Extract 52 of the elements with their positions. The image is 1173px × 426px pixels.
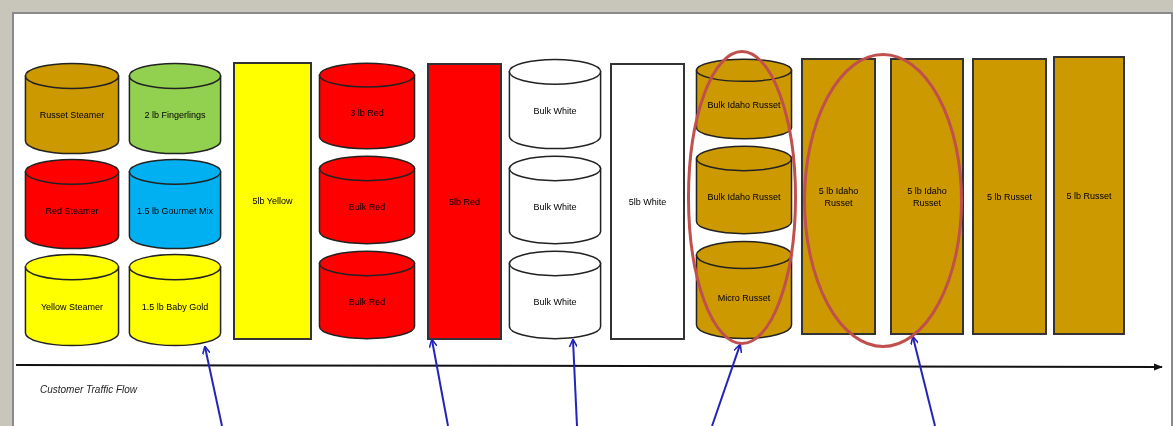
arrow xyxy=(568,338,579,426)
display-bin xyxy=(890,58,964,335)
cylinder-bin xyxy=(508,58,602,150)
display-bin xyxy=(1053,56,1125,335)
bin-label: Bulk Idaho Russet xyxy=(706,190,782,203)
bin-label: Bulk White xyxy=(532,295,578,308)
bin-label: Bulk Red xyxy=(347,200,387,213)
display-bin xyxy=(610,63,685,340)
axis-label: Customer Traffic Flow xyxy=(40,383,138,397)
cylinder-bin xyxy=(318,62,416,150)
cylinder-bin xyxy=(24,253,120,347)
highlight-ellipse xyxy=(803,53,963,348)
display-bin xyxy=(801,58,876,335)
bin-label: 5lb Yellow xyxy=(251,195,294,207)
cylinder-bin xyxy=(695,58,793,140)
arrow xyxy=(711,343,743,426)
cylinder-bin xyxy=(695,240,793,340)
bin-label: 5lb White xyxy=(627,195,668,208)
display-bin xyxy=(972,58,1047,335)
cylinder-bin xyxy=(128,62,222,155)
bin-label: 5 lb Russet xyxy=(986,190,1033,203)
arrow xyxy=(910,335,936,426)
cylinder-bin xyxy=(318,155,416,245)
bin-label: 5 lb Idaho Russet xyxy=(817,184,860,209)
display-bin xyxy=(233,62,312,340)
cylinder-bin xyxy=(24,158,120,250)
cylinder-bin xyxy=(24,62,120,155)
bin-label: 1.5 lb Gourmet Mix xyxy=(136,204,214,217)
bin-label: Bulk White xyxy=(532,104,578,117)
bin-label: 5 lb Russet xyxy=(1065,189,1113,202)
highlight-ellipse xyxy=(687,50,797,345)
cylinder-bin xyxy=(128,158,222,250)
cylinder-bin xyxy=(508,250,602,340)
display-bin xyxy=(427,63,502,340)
bin-label: 3 lb Red xyxy=(349,106,385,119)
bin-label: Bulk White xyxy=(532,200,578,213)
cylinder-bin xyxy=(128,253,222,347)
bin-label: 2 lb Fingerlings xyxy=(143,109,207,122)
bin-label: Russet Steamer xyxy=(38,109,106,122)
cylinder-bin xyxy=(508,155,602,245)
bin-label: Bulk Red xyxy=(347,295,387,308)
cylinder-bin xyxy=(318,250,416,340)
arrow xyxy=(201,345,223,426)
bin-label: Yellow Steamer xyxy=(39,301,105,314)
bin-label: Red Steamer xyxy=(44,204,100,217)
bin-label: Micro Russet xyxy=(716,291,772,304)
bin-label: Bulk Idaho Russet xyxy=(706,99,782,112)
arrow xyxy=(428,338,449,426)
bin-label: 1.5 lb Baby Gold xyxy=(140,301,210,314)
bin-label: 5 lb Idaho Russet xyxy=(906,184,948,209)
cylinder-bin xyxy=(695,145,793,235)
bin-label: 5lb Red xyxy=(448,195,481,208)
